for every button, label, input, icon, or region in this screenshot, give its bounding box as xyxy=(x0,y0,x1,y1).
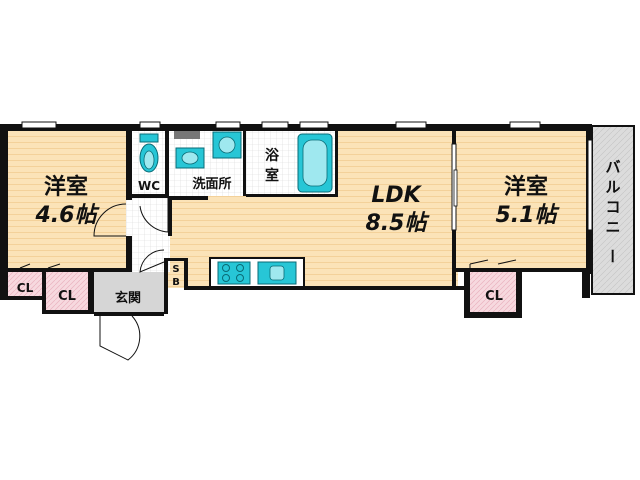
western-room-right-size: 5.1帖 xyxy=(496,203,561,228)
windows xyxy=(21,121,541,129)
svg-text:バ: バ xyxy=(605,158,620,176)
stove-icon xyxy=(217,261,251,285)
western-room-right-name: 洋室 xyxy=(504,174,548,200)
toilet-icon xyxy=(139,133,159,173)
closet-left-b-floor xyxy=(46,272,88,310)
shoebox-label-s: S xyxy=(172,264,179,275)
entrance-label: 玄関 xyxy=(115,290,141,306)
ldk-name: LDK xyxy=(371,183,422,208)
bathtub-icon xyxy=(297,133,333,193)
door-swings xyxy=(19,196,517,361)
svg-text:ニ: ニ xyxy=(605,218,620,236)
western-room-left-size: 4.6帖 xyxy=(35,203,101,228)
balcony-sliding-door xyxy=(587,139,593,231)
washing-machine-icon xyxy=(212,131,242,159)
washroom-label: 洗面所 xyxy=(192,176,231,192)
bath-label-2: 室 xyxy=(265,167,279,184)
shoebox-label-b: B xyxy=(172,277,180,288)
western-room-left-floor xyxy=(8,130,126,270)
walls xyxy=(0,124,592,318)
svg-text:ル: ル xyxy=(605,178,620,196)
closet-left-b-label: CL xyxy=(58,289,76,304)
balcony-label: バ ル コ ニ ー xyxy=(603,158,621,264)
closet-right-label: CL xyxy=(485,289,503,304)
washbasin-icon xyxy=(175,147,205,169)
closet-left-a-label: CL xyxy=(17,281,34,295)
svg-text:コ: コ xyxy=(605,198,620,216)
bath-label-1: 浴 xyxy=(265,147,280,164)
entrance-floor xyxy=(94,272,164,314)
closet-right-floor xyxy=(470,270,518,312)
hall-floor xyxy=(126,196,170,272)
wc-label: WC xyxy=(138,179,160,193)
western-room-left-name: 洋室 xyxy=(44,174,88,200)
ldk-upper-strip xyxy=(338,130,458,192)
ldk-size: 8.5帖 xyxy=(366,211,431,236)
western-room-right-floor xyxy=(458,130,586,270)
svg-text:ー: ー xyxy=(603,248,621,263)
closet-left-a-floor xyxy=(8,272,42,298)
